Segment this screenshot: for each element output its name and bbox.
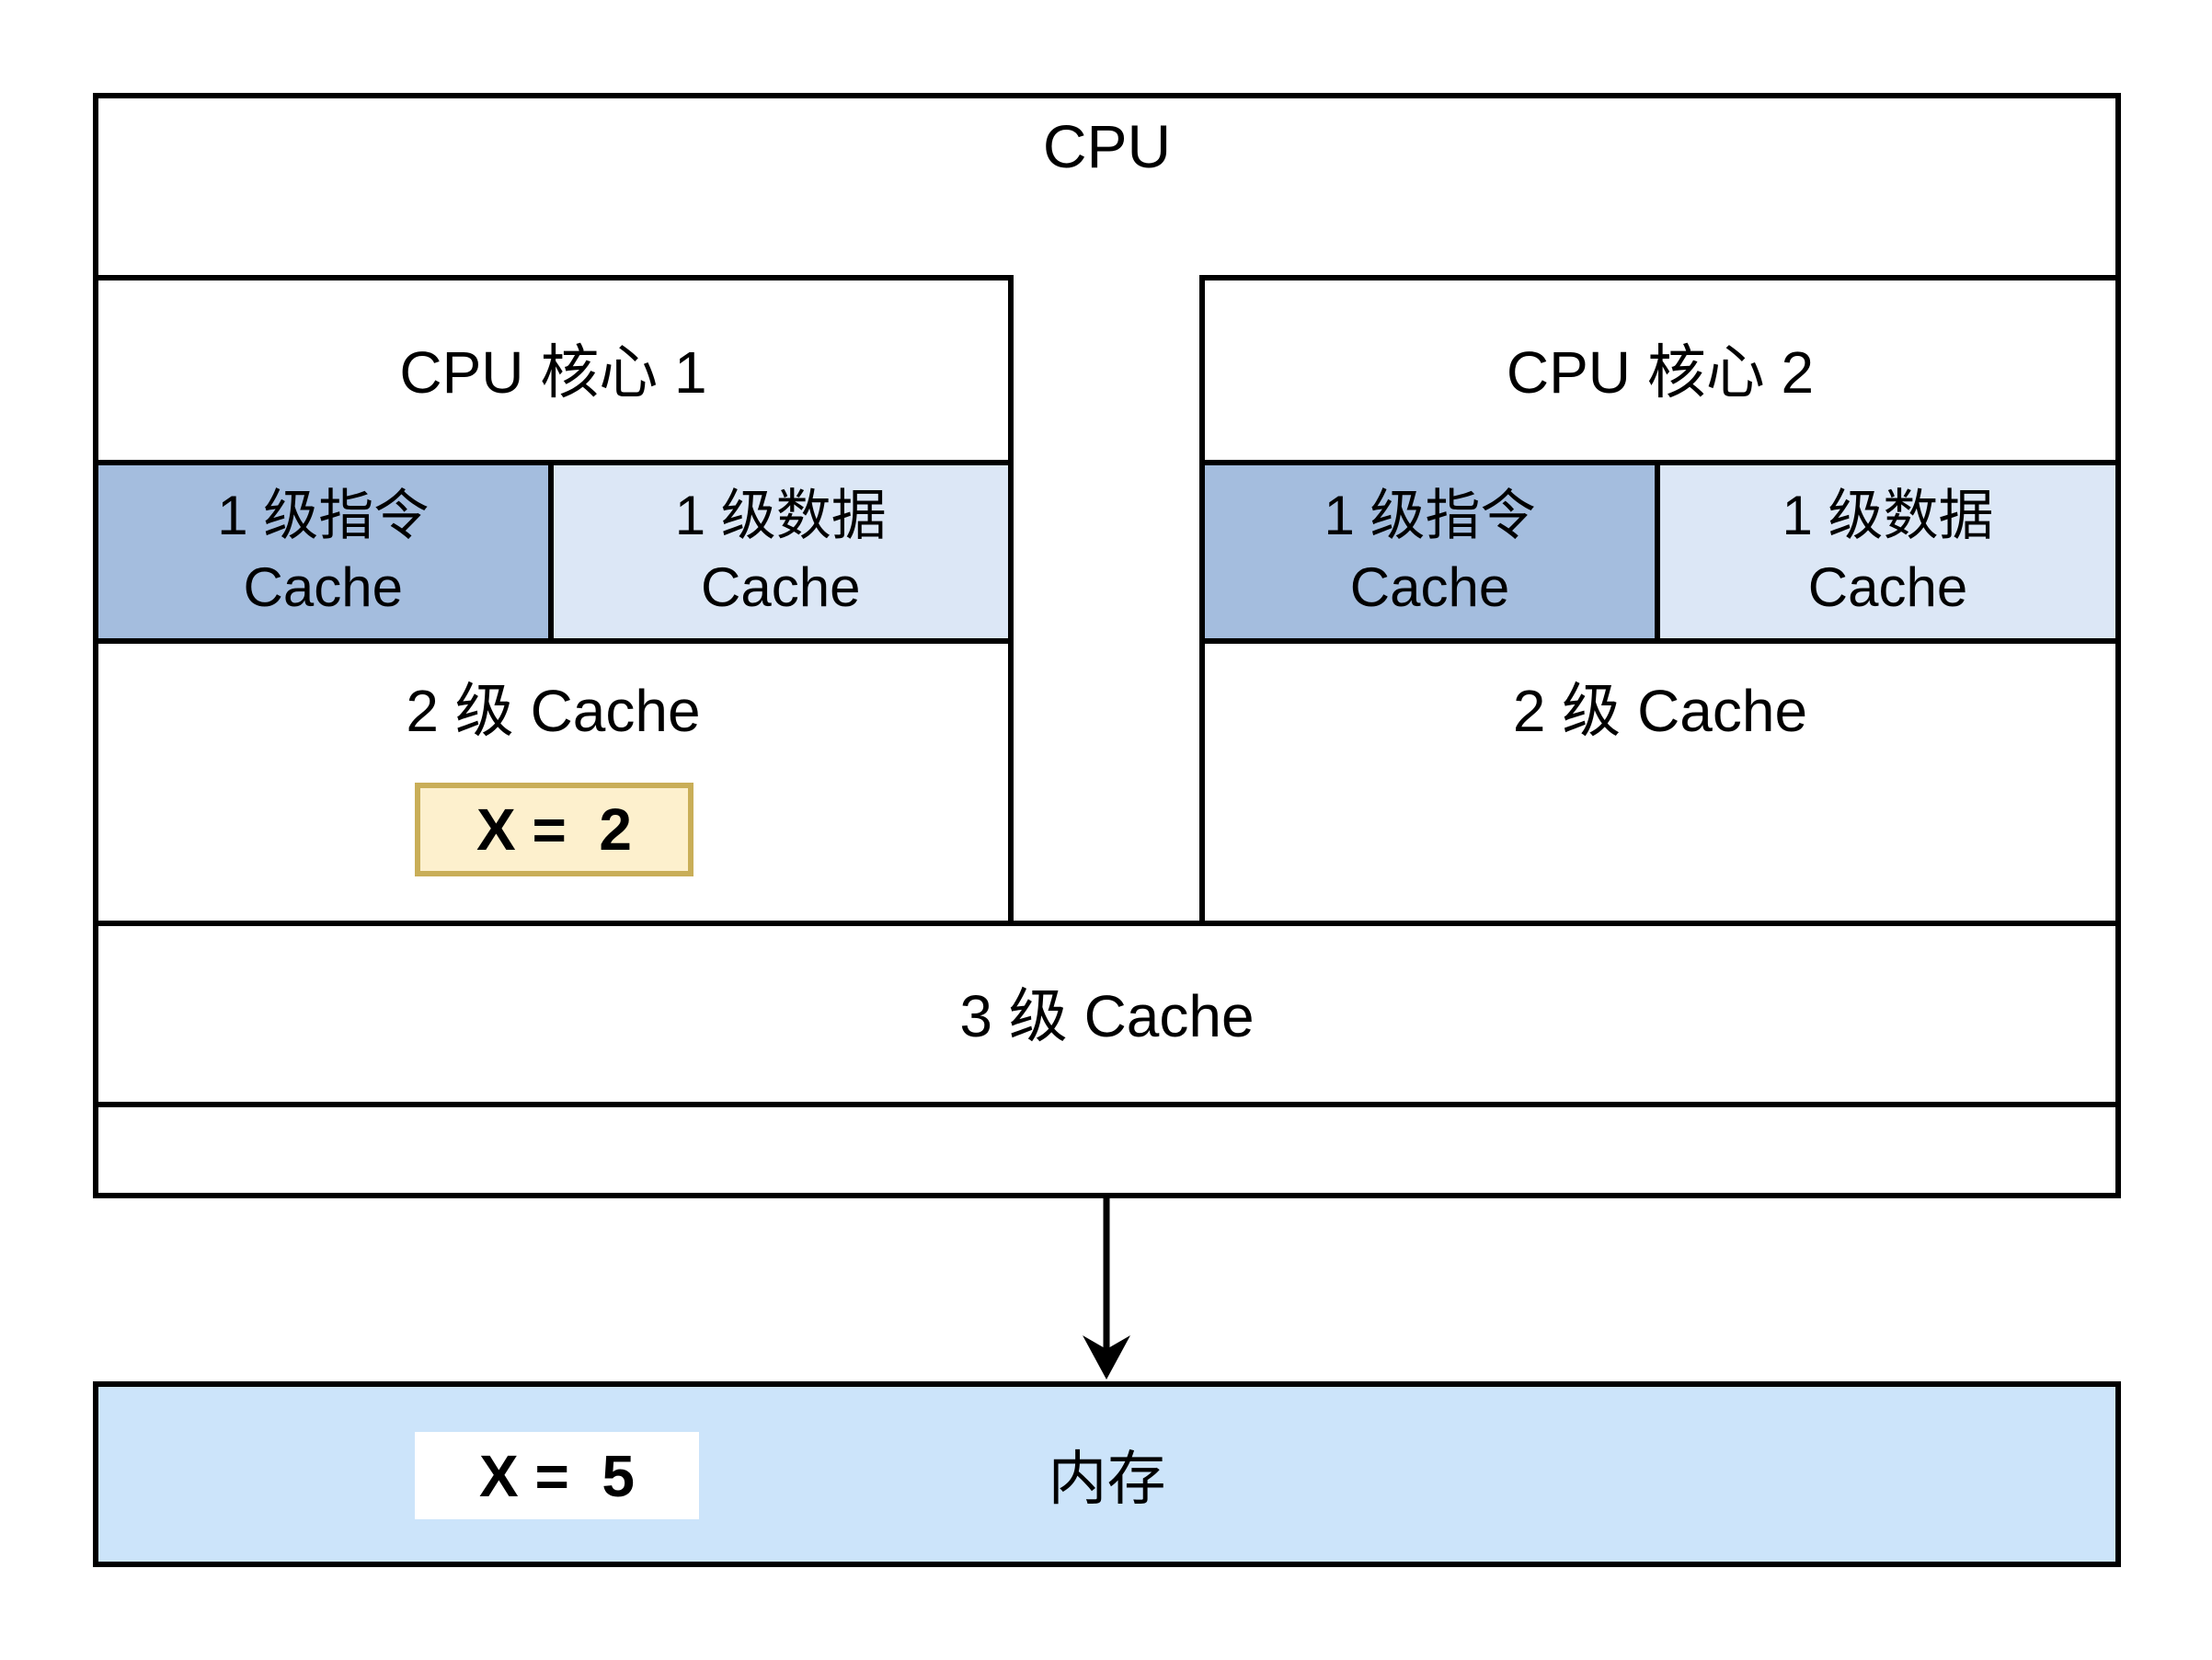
memory-value: X = 5 bbox=[479, 1442, 635, 1509]
core-1-l1-data-cache: 1 级数据 Cache bbox=[553, 465, 1008, 638]
core-1-cached-value-box: X = 2 bbox=[415, 783, 693, 876]
arrow-down-icon bbox=[1083, 1198, 1130, 1380]
l3-cache-top-line bbox=[93, 921, 2121, 926]
l3-cache-label: 3 级 Cache bbox=[959, 983, 1255, 1049]
core-2-l2-cache-label: 2 级 Cache bbox=[1512, 678, 1808, 744]
cpu-title: CPU bbox=[1042, 112, 1172, 180]
core-1-l1-row: 1 级指令 Cache 1 级数据 Cache bbox=[98, 460, 1008, 644]
l3-cache-bottom-line bbox=[93, 1102, 2121, 1107]
cpu-core-1-title: CPU 核心 1 bbox=[399, 339, 707, 406]
core-2-l1-row: 1 级指令 Cache 1 级数据 Cache bbox=[1205, 460, 2115, 644]
core-1-l2-cache-label: 2 级 Cache bbox=[406, 678, 701, 744]
core-1-l1-instruction-cache: 1 级指令 Cache bbox=[98, 465, 554, 638]
cpu-core-1-box: CPU 核心 1 1 级指令 Cache 1 级数据 Cache 2 级 Cac… bbox=[93, 275, 1014, 926]
memory-label: 内存 bbox=[1048, 1446, 1166, 1512]
memory-box: 内存 bbox=[93, 1381, 2121, 1567]
core-2-l1-data-cache: 1 级数据 Cache bbox=[1660, 465, 2115, 638]
core-1-cached-value: X = 2 bbox=[476, 796, 632, 863]
cpu-core-2-box: CPU 核心 2 1 级指令 Cache 1 级数据 Cache 2 级 Cac… bbox=[1199, 275, 2121, 926]
cpu-core-2-title: CPU 核心 2 bbox=[1506, 339, 1815, 406]
memory-value-box: X = 5 bbox=[415, 1432, 699, 1519]
core-2-l1-instruction-cache: 1 级指令 Cache bbox=[1205, 465, 1660, 638]
